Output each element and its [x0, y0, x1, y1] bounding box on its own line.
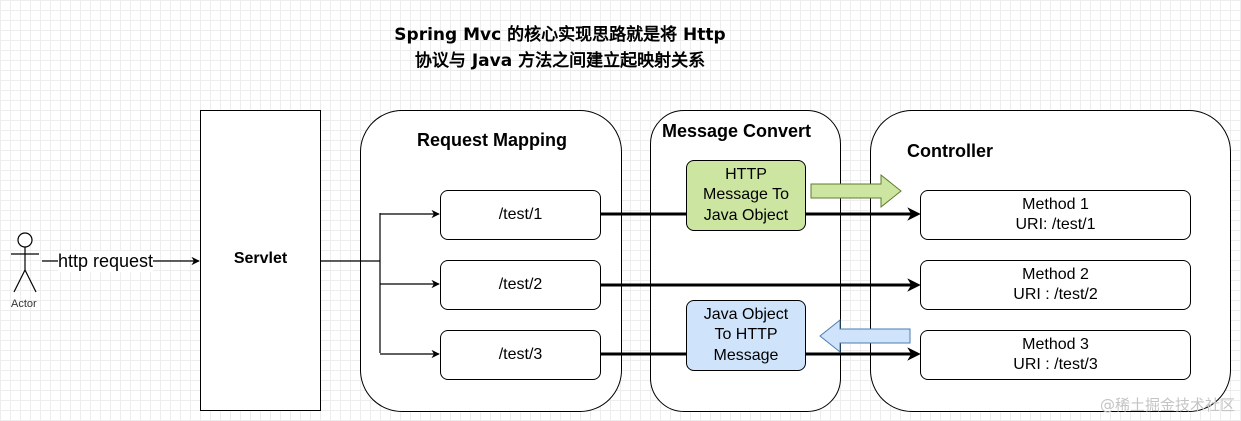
http-to-java-converter: HTTP Message To Java Object	[686, 160, 806, 231]
message-convert-label: Message Convert	[662, 121, 812, 141]
method-uri: URI : /test/3	[1013, 356, 1098, 373]
diagram-title: Spring Mvc 的核心实现思路就是将 Http 协议与 Java 方法之间…	[330, 22, 790, 74]
route-label: /test/2	[498, 276, 543, 293]
title-line-2: 协议与 Java 方法之间建立起映射关系	[414, 51, 706, 71]
method-name: Method 2	[1022, 266, 1089, 283]
converter-line: Java Object	[703, 305, 789, 323]
title-line-1: Spring Mvc 的核心实现思路就是将 Http	[394, 25, 726, 45]
controller-label: Controller	[907, 141, 994, 161]
java-to-http-converter: Java Object To HTTP Message	[686, 300, 806, 371]
converter-line: To HTTP	[714, 326, 778, 344]
actor-label: Actor	[11, 298, 37, 310]
method-node-1: Method 1 URI: /test/1	[920, 190, 1191, 240]
watermark: @稀土掘金技术社区	[1099, 396, 1235, 414]
route-node-test-2: /test/2	[440, 260, 601, 310]
method-uri: URI: /test/1	[1015, 216, 1096, 233]
converter-line: HTTP	[725, 165, 767, 183]
converter-line: Message	[713, 346, 779, 364]
servlet-label: Servlet	[233, 250, 288, 267]
method-node-3: Method 3 URI : /test/3	[920, 330, 1191, 380]
http-request-label: http request	[58, 251, 154, 272]
route-node-test-3: /test/3	[440, 330, 601, 380]
converter-line: Message To	[703, 186, 789, 204]
servlet-box	[200, 110, 321, 411]
method-name: Method 3	[1022, 336, 1089, 353]
request-mapping-label: Request Mapping	[417, 130, 568, 150]
converter-line: Java Object	[703, 206, 789, 224]
method-name: Method 1	[1022, 196, 1089, 213]
route-label: /test/3	[498, 346, 543, 363]
route-node-test-1: /test/1	[440, 190, 601, 240]
actor-icon	[11, 232, 39, 293]
route-label: /test/1	[498, 206, 543, 223]
method-node-2: Method 2 URI : /test/2	[920, 260, 1191, 310]
method-uri: URI : /test/2	[1013, 286, 1098, 303]
